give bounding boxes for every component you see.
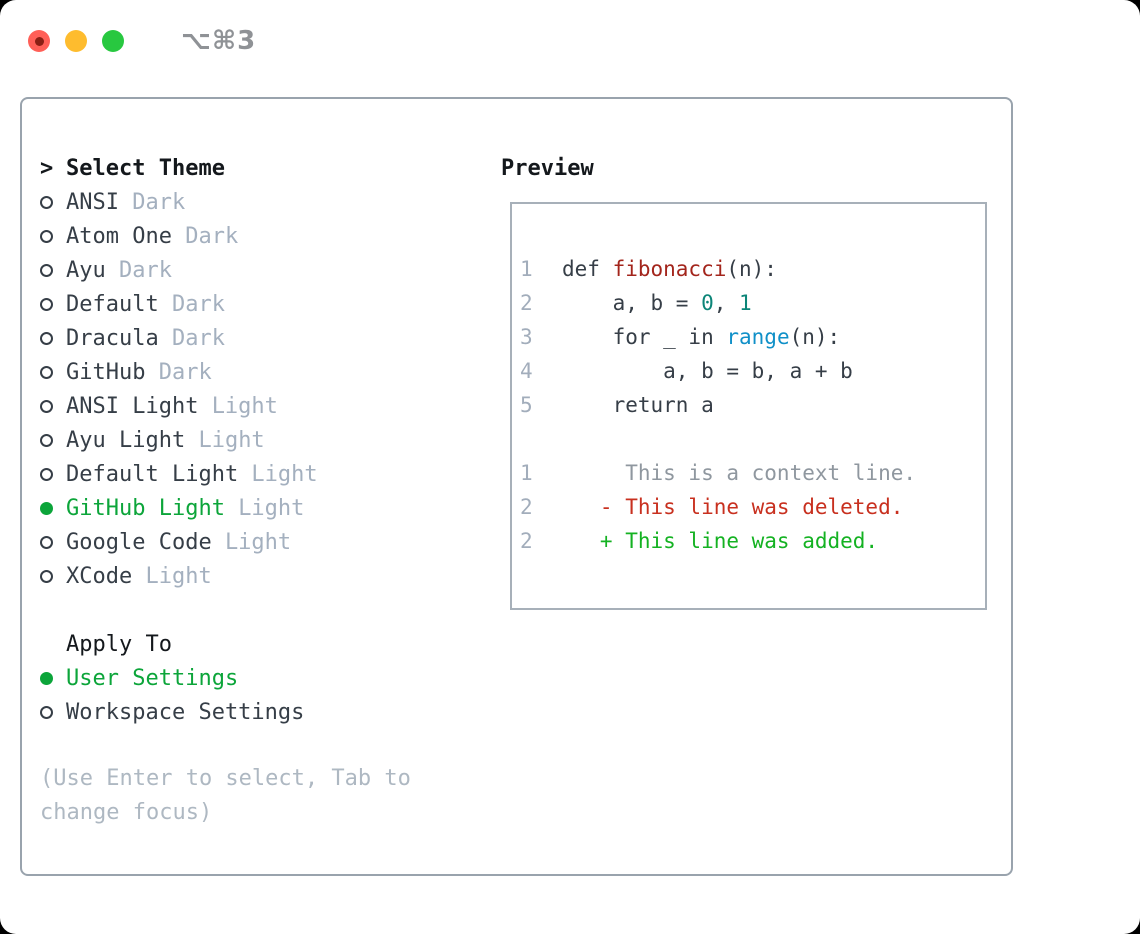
number-literal: 1: [739, 291, 752, 315]
theme-option-ansi-dark[interactable]: ANSI Dark: [40, 185, 318, 219]
theme-variant-label: Dark: [118, 257, 172, 283]
radio-icon: [40, 399, 53, 413]
radio-icon: [40, 365, 53, 379]
theme-variant-label: Light: [211, 393, 278, 419]
radio-icon: [40, 263, 53, 277]
titlebar: ⌥⌘3: [28, 26, 256, 56]
code-line: 4 a, b = b, a + b: [520, 354, 985, 388]
theme-variant-label: Dark: [132, 189, 186, 215]
radio-selected-icon: [40, 671, 53, 685]
added-text: + This line was added.: [562, 529, 879, 553]
code-line: 3 for _ in range (n):: [520, 320, 985, 354]
theme-option-atom-one-dark[interactable]: Atom One Dark: [40, 219, 318, 253]
code-text: ,: [713, 291, 740, 315]
preview-box: 1 def fibonacci (n): 2 a, b = 0 , 1 3 fo…: [510, 202, 987, 610]
radio-icon: [40, 229, 53, 243]
theme-picker-panel: > Select Theme ANSI Dark Atom One Dark A…: [20, 97, 1013, 876]
theme-option-google-code[interactable]: Google Code Light: [40, 525, 318, 559]
hint-text: (Use Enter to select, Tab to change focu…: [40, 762, 411, 830]
radio-icon: [40, 535, 53, 549]
unsaved-dot-icon: [34, 36, 44, 46]
apply-option-user-settings[interactable]: User Settings: [40, 661, 304, 695]
zoom-button[interactable]: [102, 30, 124, 52]
theme-option-ansi-light[interactable]: ANSI Light Light: [40, 389, 318, 423]
theme-option-github-light[interactable]: GitHub Light Light: [40, 491, 318, 525]
theme-variant-label: Light: [145, 563, 212, 589]
code-text: for _ in: [562, 325, 727, 349]
minimize-button[interactable]: [65, 30, 87, 52]
theme-option-default-dark[interactable]: Default Dark: [40, 287, 318, 321]
code-text: return a: [562, 393, 714, 417]
theme-option-default-light[interactable]: Default Light Light: [40, 457, 318, 491]
theme-variant-label: Dark: [158, 359, 212, 385]
close-button[interactable]: [28, 30, 50, 52]
theme-variant-label: Light: [238, 495, 305, 521]
code-line: 5 return a: [520, 388, 985, 422]
line-number: 1: [520, 257, 533, 281]
code-line: 1 def fibonacci (n):: [520, 252, 985, 286]
theme-option-github-dark[interactable]: GitHub Dark: [40, 355, 318, 389]
blank-line: [520, 422, 985, 456]
code-text: def: [562, 257, 613, 281]
radio-icon: [40, 433, 53, 447]
hint-line-2: change focus): [40, 800, 213, 825]
diff-line-context: 1 This is a context line.: [520, 456, 985, 490]
code-text: a, b = b, a + b: [562, 359, 853, 383]
theme-option-xcode[interactable]: XCode Light: [40, 559, 318, 593]
code-text: a, b =: [562, 291, 702, 315]
apply-option-workspace-settings[interactable]: Workspace Settings: [40, 695, 304, 729]
radio-selected-icon: [40, 501, 53, 515]
radio-icon: [40, 467, 53, 481]
radio-icon: [40, 195, 53, 209]
theme-variant-label: Dark: [171, 325, 225, 351]
apply-to-section: Apply To User Settings Workspace Setting…: [40, 627, 304, 729]
code-text: (n):: [726, 257, 777, 281]
line-number: 4: [520, 359, 533, 383]
code-line: 2 a, b = 0 , 1: [520, 286, 985, 320]
line-number: 3: [520, 325, 533, 349]
hint-line-1: (Use Enter to select, Tab to: [40, 766, 411, 791]
theme-variant-label: Dark: [185, 223, 239, 249]
apply-to-header: Apply To: [40, 627, 304, 661]
prompt-icon: >: [40, 155, 54, 181]
diff-line-deleted: 2 - This line was deleted.: [520, 490, 985, 524]
function-name: fibonacci: [612, 257, 727, 281]
theme-list-header: > Select Theme: [40, 151, 318, 185]
context-text: This is a context line.: [562, 461, 917, 485]
radio-icon: [40, 297, 53, 311]
line-number: 2: [520, 529, 533, 553]
theme-variant-label: Light: [251, 461, 318, 487]
line-number: 2: [520, 291, 533, 315]
radio-icon: [40, 569, 53, 583]
line-number: 1: [520, 461, 533, 485]
radio-icon: [40, 705, 53, 719]
builtin-call: range: [726, 325, 790, 349]
theme-variant-label: Light: [224, 529, 292, 555]
theme-list: > Select Theme ANSI Dark Atom One Dark A…: [40, 151, 318, 593]
deleted-text: - This line was deleted.: [562, 495, 904, 519]
theme-variant-label: Light: [198, 427, 265, 453]
radio-icon: [40, 331, 53, 345]
theme-option-ayu-dark[interactable]: Ayu Dark: [40, 253, 318, 287]
diff-line-added: 2 + This line was added.: [520, 524, 985, 558]
theme-option-ayu-light[interactable]: Ayu Light Light: [40, 423, 318, 457]
line-number: 5: [520, 393, 533, 417]
code-text: (n):: [789, 325, 841, 349]
window-shortcut-label: ⌥⌘3: [181, 26, 257, 56]
apply-to-title: Apply To: [66, 631, 172, 657]
number-literal: 0: [701, 291, 714, 315]
theme-option-dracula-dark[interactable]: Dracula Dark: [40, 321, 318, 355]
line-number: 2: [520, 495, 533, 519]
theme-variant-label: Dark: [171, 291, 225, 317]
preview-header: Preview: [501, 151, 594, 185]
preview-title-label: Preview: [501, 155, 594, 181]
theme-list-title: Select Theme: [66, 155, 225, 181]
